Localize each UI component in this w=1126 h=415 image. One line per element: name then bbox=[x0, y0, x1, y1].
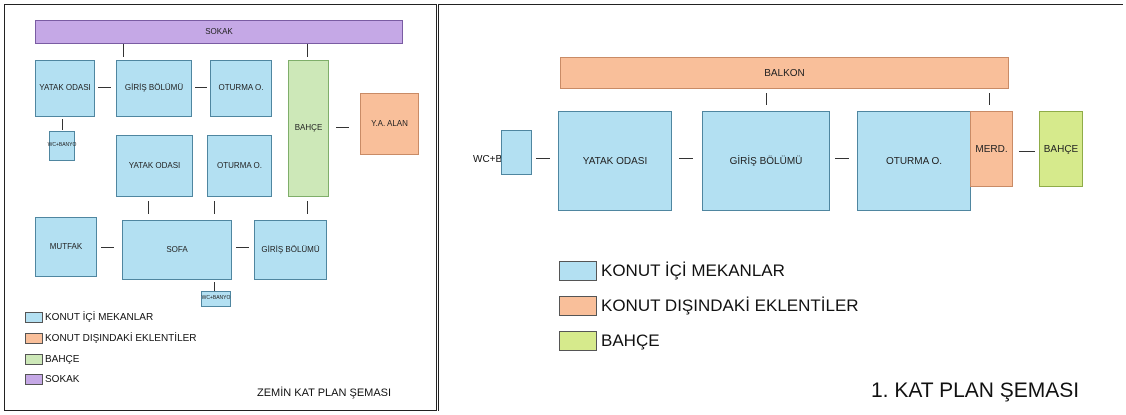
upper-floor-panel: BALKON WC+BANYO YATAK ODASI GİRİŞ BÖLÜMÜ… bbox=[438, 4, 1123, 411]
connector bbox=[195, 87, 207, 88]
connector bbox=[236, 247, 249, 248]
connector bbox=[214, 282, 215, 291]
upper-plan-title: 1. KAT PLAN ŞEMASI bbox=[871, 379, 1080, 402]
legend-label: BAHÇE bbox=[601, 331, 660, 350]
node-sofa: SOFA bbox=[122, 220, 232, 280]
legend-swatch-konut-disi bbox=[25, 333, 43, 344]
legend-label: KONUT DIŞINDAKİ EKLENTİLER bbox=[45, 333, 197, 344]
connector bbox=[98, 87, 111, 88]
node-giris-bolumu-2: GİRİŞ BÖLÜMÜ bbox=[254, 220, 327, 280]
connector bbox=[62, 119, 63, 130]
connector bbox=[766, 93, 767, 105]
node-merd: MERD. bbox=[970, 111, 1013, 187]
connector bbox=[536, 158, 550, 159]
connector bbox=[989, 93, 990, 105]
legend-swatch-konut-disi bbox=[559, 296, 597, 316]
connector bbox=[835, 158, 849, 159]
node-sokak: SOKAK bbox=[35, 20, 403, 44]
node-bahce: BAHÇE bbox=[288, 60, 329, 197]
node-yatak-odasi: YATAK ODASI bbox=[558, 111, 672, 211]
connector bbox=[148, 201, 149, 214]
ground-plan-title: ZEMİN KAT PLAN ŞEMASI bbox=[257, 387, 392, 399]
legend-label: KONUT İÇİ MEKANLAR bbox=[45, 312, 154, 323]
node-giris-bolumu: GİRİŞ BÖLÜMÜ bbox=[702, 111, 830, 211]
legend-label: BAHÇE bbox=[45, 354, 80, 365]
connector bbox=[101, 247, 114, 248]
legend-swatch-bahce bbox=[559, 331, 597, 351]
legend-label: KONUT DIŞINDAKİ EKLENTİLER bbox=[601, 296, 859, 315]
connector bbox=[679, 158, 693, 159]
legend-swatch-bahce bbox=[25, 354, 43, 365]
legend-swatch-konut-ici bbox=[559, 261, 597, 281]
ground-floor-panel: SOKAK YATAK ODASI GİRİŞ BÖLÜMÜ OTURMA O.… bbox=[4, 4, 437, 411]
legend-label: SOKAK bbox=[45, 374, 80, 385]
connector bbox=[214, 201, 215, 214]
node-oturma-1: OTURMA O. bbox=[210, 60, 272, 117]
node-wc-banyo-1: WC+BANYO bbox=[48, 131, 76, 161]
node-giris-bolumu-1: GİRİŞ BÖLÜMÜ bbox=[116, 60, 192, 117]
node-mutfak: MUTFAK bbox=[35, 217, 97, 277]
node-yatak-odasi-2: YATAK ODASI bbox=[116, 135, 193, 197]
node-oturma: OTURMA O. bbox=[857, 111, 971, 211]
node-yatak-odasi-1: YATAK ODASI bbox=[35, 60, 95, 117]
legend-swatch-konut-ici bbox=[25, 312, 43, 323]
node-wc-banyo-2: WC+BANYO bbox=[201, 291, 231, 307]
node-oturma-2: OTURMA O. bbox=[207, 135, 272, 197]
node-wc-banyo-box bbox=[501, 130, 532, 175]
connector bbox=[336, 127, 349, 128]
connector bbox=[1019, 151, 1035, 152]
connector bbox=[307, 44, 308, 57]
node-ya-alan: Y.A. ALAN bbox=[360, 93, 419, 155]
legend-label: KONUT İÇİ MEKANLAR bbox=[601, 261, 785, 280]
connector bbox=[123, 44, 124, 57]
node-balkon: BALKON bbox=[560, 57, 1009, 89]
node-bahce: BAHÇE bbox=[1039, 111, 1083, 187]
legend-swatch-sokak bbox=[25, 374, 43, 385]
connector bbox=[307, 201, 308, 214]
